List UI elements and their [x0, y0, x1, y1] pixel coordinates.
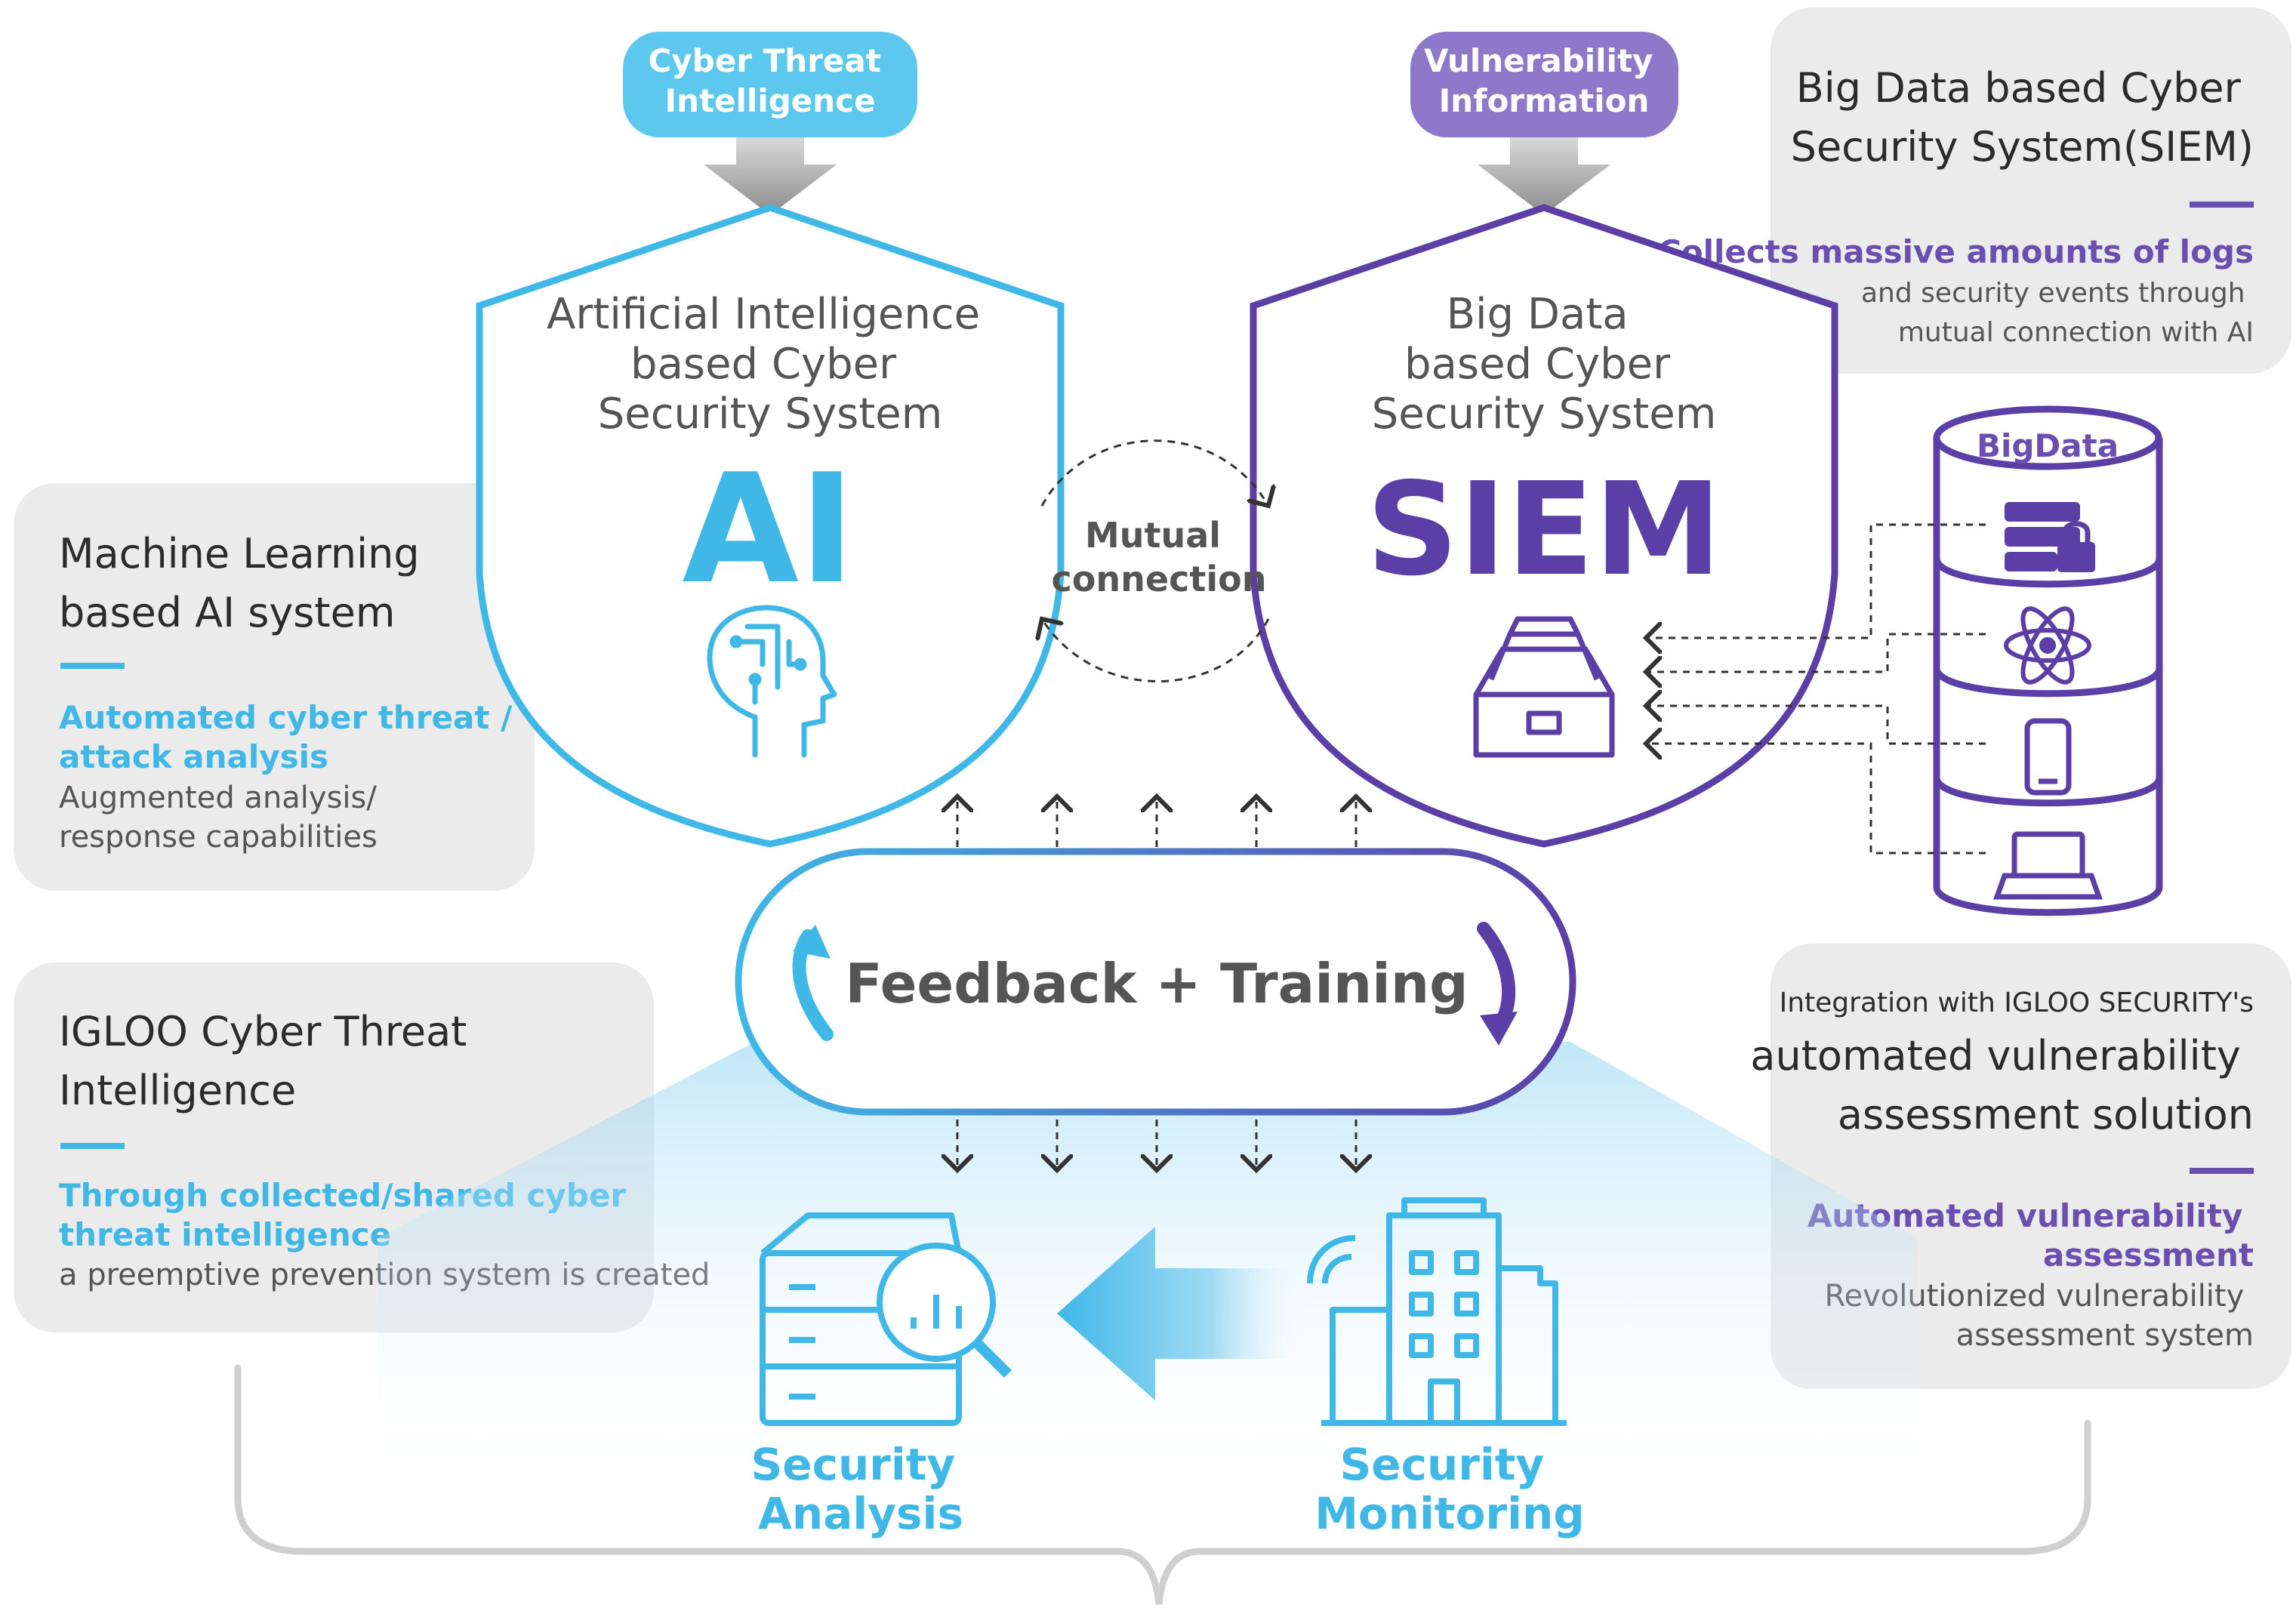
laptop-icon — [1993, 831, 2103, 900]
siem-panel-body: and security events through mutual conne… — [1861, 278, 2254, 348]
monitoring-to-analysis-arrow — [1057, 1227, 1314, 1400]
cti-input-label: Cyber Threat Intelligence — [649, 42, 892, 119]
ai-acronym: AI — [682, 442, 855, 618]
feedback-down-arrowhead — [1480, 1012, 1518, 1046]
siem-acronym: SIEM — [1367, 455, 1722, 605]
security-analysis-icon — [760, 1212, 1012, 1426]
siem-shield — [1250, 204, 1838, 848]
mutual-arrow-top — [1040, 439, 1268, 506]
vuln-panel-title: automated vulnerability assessment solut… — [1750, 1032, 2254, 1138]
mobile-icon — [2024, 718, 2072, 796]
vuln-input-pill — [1410, 32, 1678, 137]
feedback-up-arrowhead — [793, 925, 831, 959]
vuln-input-label: Vulnerability Information — [1424, 42, 1664, 119]
ml-panel-divider — [60, 663, 125, 669]
ml-panel — [14, 483, 535, 891]
bottom-brace — [234, 1364, 2091, 1605]
ml-panel-title: Machine Learning based AI system — [59, 530, 433, 636]
cti-down-arrow — [704, 137, 837, 215]
bigdata-connectors — [1646, 523, 1986, 855]
feedback-loop — [735, 848, 1576, 1116]
siem-panel-highlight: Collects massive amounts of logs — [1658, 233, 2254, 270]
siem-panel — [1771, 8, 2291, 374]
ai-shield — [476, 204, 1065, 848]
vuln-down-arrow — [1478, 137, 1610, 215]
feedback-label: Feedback + Training — [845, 952, 1468, 1015]
siem-shield-title: Big Data based Cyber Security System — [1372, 290, 1717, 439]
vuln-panel-divider — [2190, 1168, 2254, 1174]
siem-panel-divider — [2190, 202, 2254, 208]
igloo-cti-title: IGLOO Cyber Threat Intelligence — [59, 1008, 480, 1114]
security-analysis-label: Security Analysis — [750, 1439, 970, 1539]
security-monitoring-icon — [1307, 1197, 1567, 1426]
mutual-arrow-bottom — [1042, 619, 1270, 682]
security-monitoring-label: Security Monitoring — [1314, 1439, 1585, 1539]
ml-panel-body: Augmented analysis/ response capabilitie… — [59, 781, 387, 855]
mutual-connection-label: Mutual connection — [1052, 515, 1267, 599]
atom-icon — [2004, 606, 2091, 685]
ai-head-icon — [707, 605, 837, 758]
ml-panel-highlight: Automated cyber threat / attack analysis — [59, 699, 523, 775]
file-drawer-icon — [1473, 616, 1615, 758]
vuln-panel-highlight: Automated vulnerability assessment — [1808, 1197, 2254, 1274]
igloo-cti-divider — [60, 1143, 125, 1149]
bigdata-cylinder — [1933, 405, 2163, 916]
bigdata-label: BigData — [1977, 427, 2119, 464]
siem-panel-title: Big Data based Cyber Security System(SIE… — [1791, 64, 2254, 171]
server-lock-icon — [2005, 502, 2095, 572]
cti-input-pill — [623, 32, 917, 137]
ai-shield-title: Artificial Intelligence based Cyber Secu… — [547, 290, 994, 439]
vuln-panel-intro: Integration with IGLOO SECURITY's — [1780, 987, 2254, 1018]
